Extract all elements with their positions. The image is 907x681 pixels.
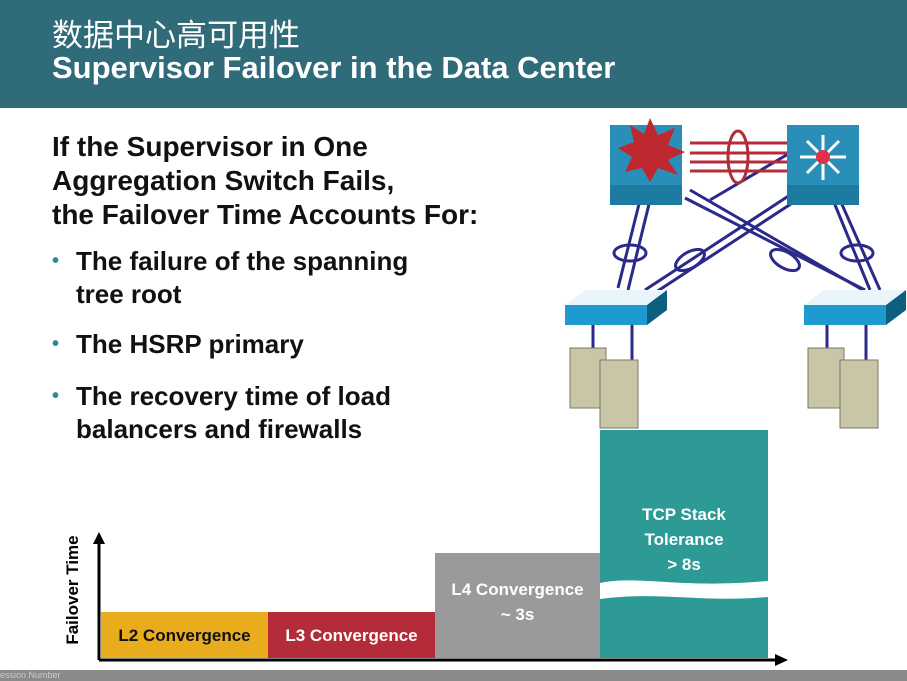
bullet-item: •The HSRP primary — [52, 329, 304, 359]
network-diagram — [565, 118, 906, 429]
aggregation-switch — [787, 125, 859, 205]
aggregation-switch-failed — [610, 118, 685, 205]
bar-l4-convergence: L4 Convergence~ 3s — [435, 553, 600, 658]
heading-line: If the Supervisor in One — [52, 131, 368, 162]
y-axis-label: Failover Time — [63, 535, 82, 645]
access-switch-left — [565, 290, 667, 325]
access-switch-right — [804, 290, 906, 325]
title-english: Supervisor Failover in the Data Center — [52, 50, 616, 85]
bar-l2-convergence: L2 Convergence — [101, 612, 268, 658]
slide-heading: If the Supervisor in One Aggregation Swi… — [52, 130, 478, 232]
slide-header: 数据中心高可用性 Supervisor Failover in the Data… — [0, 0, 907, 108]
chart-axes — [93, 532, 788, 666]
heading-line: the Failover Time Accounts For: — [52, 199, 479, 230]
bar-l3-convergence: L3 Convergence — [268, 612, 435, 658]
title-chinese: 数据中心高可用性 — [52, 18, 300, 54]
tcp-bar-break — [600, 580, 768, 599]
footer-session-number: ession Number — [0, 670, 907, 681]
heading-line: Aggregation Switch Fails, — [52, 165, 395, 196]
